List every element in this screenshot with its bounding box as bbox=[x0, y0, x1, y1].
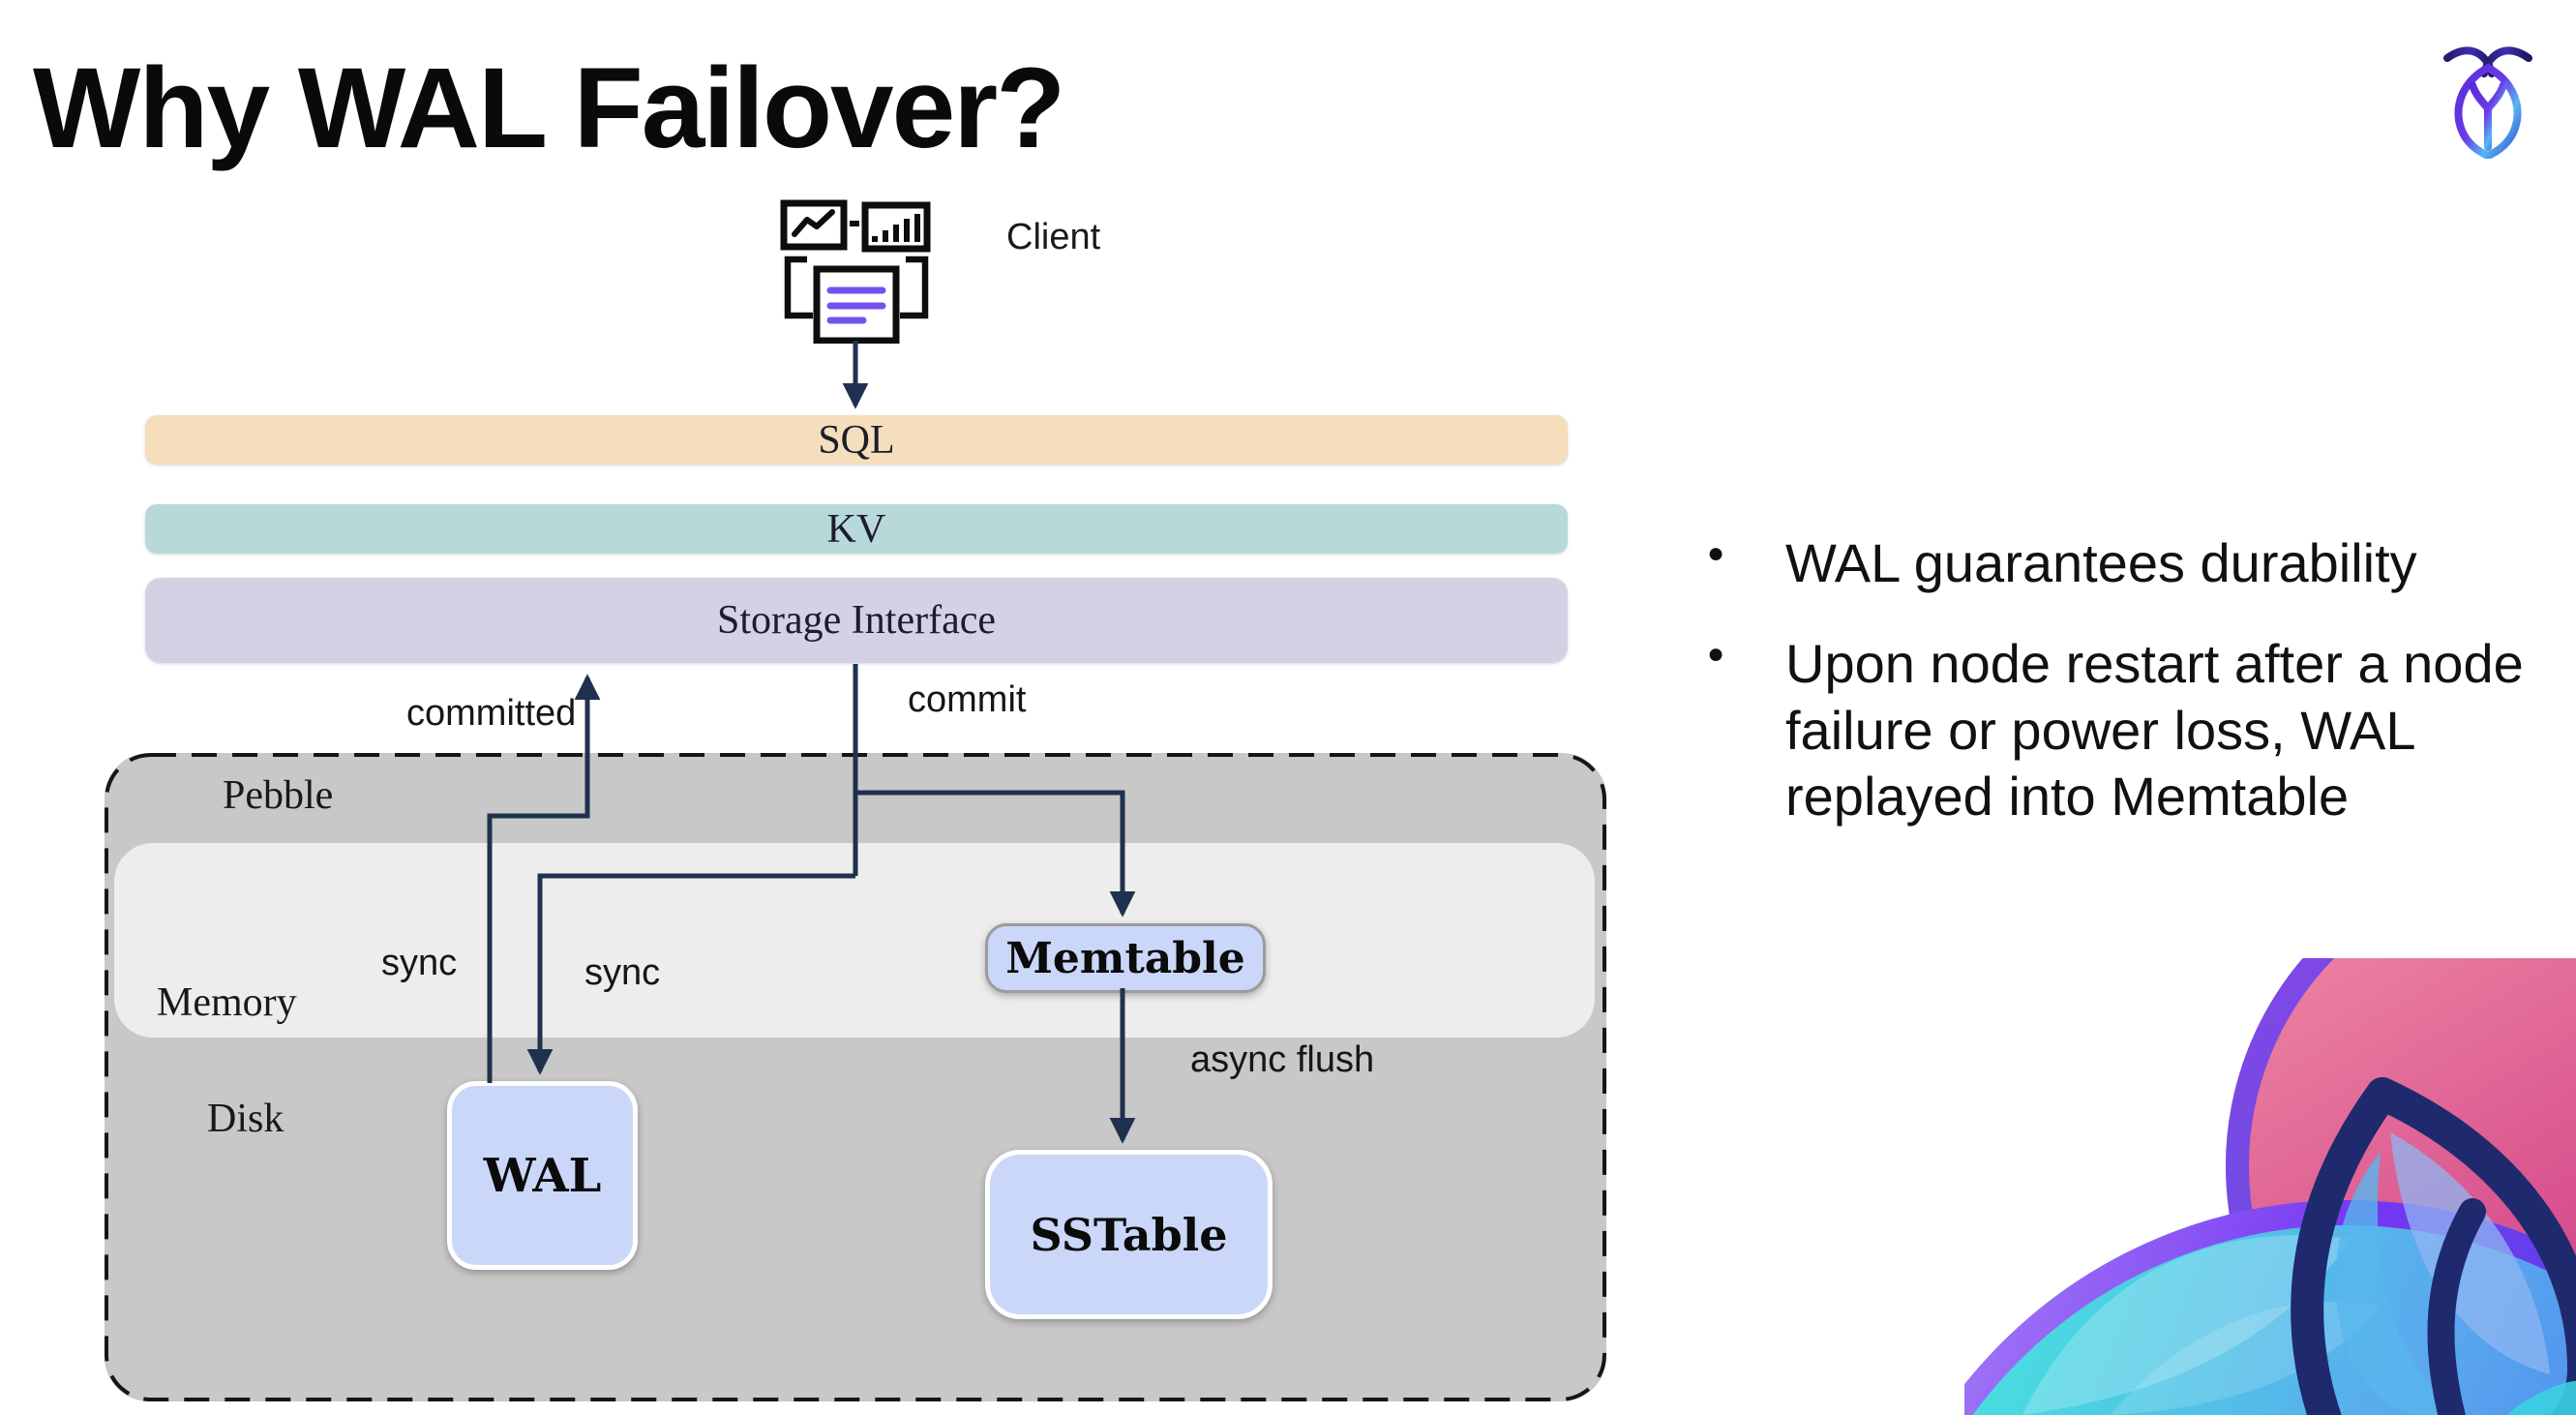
layer-bar-kv-label: KV bbox=[826, 506, 886, 552]
edge-label-async-flush: async flush bbox=[1190, 1039, 1375, 1080]
bullet-icon: ● bbox=[1707, 537, 1725, 569]
memory-label: Memory bbox=[157, 980, 297, 1025]
bullet-text: WAL guarantees durability bbox=[1785, 532, 2417, 593]
memory-region bbox=[114, 843, 1595, 1038]
wal-label: WAL bbox=[483, 1148, 602, 1203]
edge-label-committed: committed bbox=[406, 693, 577, 734]
client-icon bbox=[780, 199, 931, 344]
edge-label-sync-right: sync bbox=[584, 952, 661, 993]
layer-bar-sql: SQL bbox=[145, 415, 1568, 465]
bullet-item: ● WAL guarantees durability bbox=[1688, 530, 2565, 596]
bullet-item: ● Upon node restart after a node failure… bbox=[1688, 631, 2565, 829]
sstable-label: SSTable bbox=[1030, 1208, 1228, 1261]
bullet-list: ● WAL guarantees durability ● Upon node … bbox=[1688, 530, 2524, 864]
wal-node: WAL bbox=[447, 1081, 638, 1270]
page-title: Why WAL Failover? bbox=[33, 45, 1065, 172]
layer-bar-kv: KV bbox=[145, 504, 1568, 554]
bullet-text: Upon node restart after a node failure o… bbox=[1785, 633, 2524, 827]
sstable-node: SSTable bbox=[985, 1150, 1273, 1319]
edge-label-commit: commit bbox=[908, 679, 1027, 720]
client-label: Client bbox=[1006, 217, 1101, 257]
layer-bar-storage-label: Storage Interface bbox=[717, 598, 996, 643]
cockroachdb-logo-icon bbox=[2443, 46, 2532, 159]
layer-bar-sql-label: SQL bbox=[818, 417, 895, 463]
bullet-icon: ● bbox=[1707, 638, 1725, 671]
layer-bar-storage-interface: Storage Interface bbox=[145, 578, 1568, 663]
memtable-label: Memtable bbox=[1005, 933, 1245, 983]
memtable-node: Memtable bbox=[985, 923, 1266, 993]
brand-artwork bbox=[1964, 958, 2576, 1415]
pebble-label: Pebble bbox=[223, 773, 334, 818]
disk-label: Disk bbox=[207, 1097, 285, 1141]
edge-label-sync-left: sync bbox=[381, 943, 458, 983]
